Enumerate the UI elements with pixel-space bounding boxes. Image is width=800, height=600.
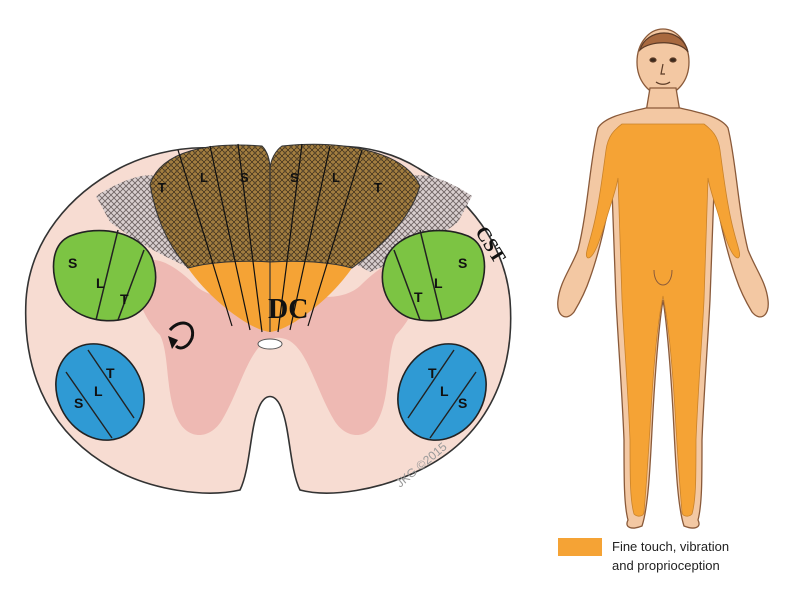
legend-swatch [558, 538, 602, 556]
left-lateral-label-1: S [68, 255, 77, 271]
right-lateral-label-3: T [414, 289, 423, 305]
left-anterior-tract: S L T [55, 343, 145, 441]
dc-left-label-3: S [240, 170, 249, 185]
left-lateral-label-2: L [96, 275, 105, 291]
face [638, 32, 689, 85]
right-lateral-tract: S L T [381, 229, 486, 322]
curved-arrow-icon [168, 321, 195, 350]
legend: Fine touch, vibration and proprioception [558, 538, 733, 573]
dc-right-label-2: L [332, 170, 340, 185]
right-anterior-label-3: S [458, 395, 467, 411]
right-anterior-label-1: T [428, 365, 437, 381]
left-anterior-label-3: T [106, 365, 115, 381]
right-lateral-label-1: S [458, 255, 467, 271]
dc-right-label-3: T [374, 180, 382, 195]
dorsal-column-label: DC [268, 294, 308, 325]
dc-left-label-2: L [200, 170, 208, 185]
central-canal [257, 338, 283, 350]
right-lateral-label-2: L [434, 275, 443, 291]
genital-outline [653, 269, 673, 286]
left-lateral-label-3: T [120, 291, 129, 307]
left-anterior-label-2: L [94, 383, 103, 399]
body-coverage [585, 123, 741, 517]
left-anterior-label-1: S [74, 395, 83, 411]
left-lateral-tract: S L T [52, 229, 157, 322]
right-anterior-tract: T L S [397, 343, 487, 441]
right-anterior-label-2: L [440, 383, 449, 399]
dc-right-label-1: S [290, 170, 299, 185]
dorsal-column-lines [177, 143, 363, 333]
dc-left-label-1: T [158, 180, 166, 195]
spinal-cord-section: T L S S L T DC S L T [24, 143, 512, 494]
legend-label: Fine touch, vibration and proprioception [612, 539, 733, 573]
body-figure [557, 28, 769, 529]
gray-matter [136, 259, 420, 435]
